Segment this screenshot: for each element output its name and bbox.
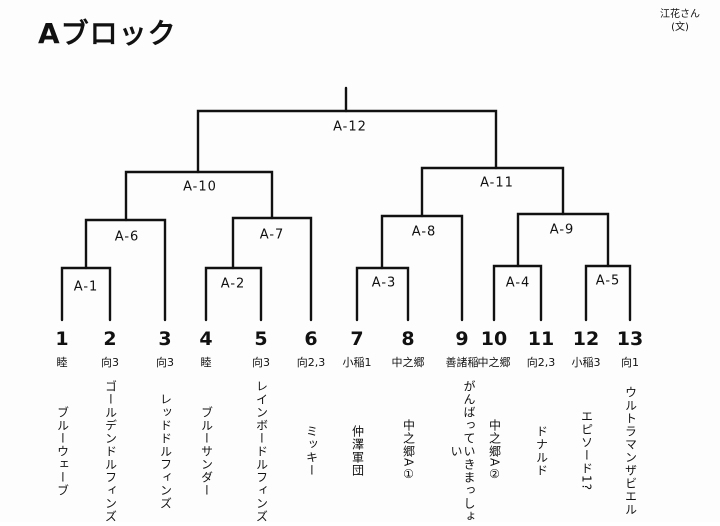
team-number: 4 — [199, 328, 213, 350]
team-entry-9: 9 善諸稲 がんばっていきまっしょい — [442, 328, 482, 526]
team-number: 6 — [304, 328, 318, 350]
team-school: 中之郷 — [477, 356, 511, 369]
match-label-a12: A-12 — [333, 119, 367, 135]
match-label-a1: A-1 — [73, 279, 99, 295]
team-number: 7 — [350, 328, 364, 350]
team-entry-10: 10 中之郷 中之郷A② — [474, 328, 514, 526]
team-name: レインボードルフィンズ — [254, 379, 269, 523]
match-label-a3: A-3 — [371, 275, 397, 291]
team-school: 向2,3 — [296, 356, 326, 369]
team-entry-5: 5 向3 レインボードルフィンズ — [241, 328, 281, 526]
match-label-a11: A-11 — [480, 175, 514, 191]
team-school: 向3 — [156, 356, 174, 369]
team-entry-2: 2 向3 ゴールデンドルフィンズ — [90, 328, 130, 526]
team-school: 向3 — [101, 356, 119, 369]
team-school: 中之郷 — [391, 356, 425, 369]
match-label-a7: A-7 — [259, 227, 285, 243]
team-name: ブルーサンダー — [199, 405, 214, 497]
bracket-line-a11 — [420, 166, 565, 218]
team-number: 13 — [616, 328, 644, 350]
team-number: 8 — [401, 328, 415, 350]
team-school: 小稲1 — [342, 356, 372, 369]
team-entry-13: 13 向1 ウルトラマンザビエル — [610, 328, 650, 526]
team-name: エピソード1? — [579, 410, 594, 492]
team-name: ウルトラマンザビエル — [623, 386, 638, 516]
team-school: 善諸稲 — [445, 356, 479, 369]
team-number: 3 — [158, 328, 172, 350]
team-number: 9 — [455, 328, 469, 350]
team-entry-8: 8 中之郷 中之郷A① — [388, 328, 428, 526]
team-school: 向1 — [621, 356, 639, 369]
team-name: ゴールデンドルフィンズ — [103, 379, 118, 523]
team-number: 5 — [254, 328, 268, 350]
match-label-a5: A-5 — [595, 273, 621, 289]
bracket-line-a4 — [492, 264, 543, 322]
team-number: 1 — [55, 328, 69, 350]
team-school: 睦 — [200, 356, 212, 369]
team-number: 10 — [480, 328, 508, 350]
team-name: がんばっていきまっしょい — [449, 379, 476, 523]
match-label-a2: A-2 — [220, 276, 246, 292]
team-number: 11 — [527, 328, 555, 350]
team-school: 睦 — [56, 356, 68, 369]
team-entry-1: 1 睦 ブルーウェーブ — [42, 328, 82, 526]
team-entry-6: 6 向2,3 ミッキー — [291, 328, 331, 526]
team-name: 仲澤軍団 — [350, 425, 365, 477]
team-entry-12: 12 小稲3 エピソード1? — [566, 328, 606, 526]
team-name: 中之郷A② — [487, 419, 502, 483]
team-school: 小稲3 — [571, 356, 601, 369]
author-note-line-2: (文) — [671, 22, 689, 33]
team-entry-7: 7 小稲1 仲澤軍団 — [337, 328, 377, 526]
team-number: 2 — [103, 328, 117, 350]
team-name: レッドドルフィンズ — [158, 392, 173, 510]
author-note: 江花さん (文) — [650, 8, 710, 34]
team-name: ミッキー — [304, 425, 319, 477]
match-label-a6: A-6 — [114, 229, 140, 245]
team-school: 向3 — [252, 356, 270, 369]
team-entry-11: 11 向2,3 ドナルド — [521, 328, 561, 526]
team-school: 向2,3 — [526, 356, 556, 369]
match-label-a8: A-8 — [411, 224, 437, 240]
author-note-line-1: 江花さん — [660, 9, 700, 20]
team-entry-4: 4 睦 ブルーサンダー — [186, 328, 226, 526]
team-number: 12 — [572, 328, 600, 350]
team-name: ブルーウェーブ — [55, 405, 70, 497]
page-title: Aブロック — [38, 17, 177, 50]
match-label-a9: A-9 — [549, 222, 575, 238]
team-name: ドナルド — [534, 425, 549, 477]
team-entry-3: 3 向3 レッドドルフィンズ — [145, 328, 185, 526]
team-name: 中之郷A① — [401, 419, 416, 483]
match-label-a4: A-4 — [505, 275, 531, 291]
match-label-a10: A-10 — [183, 179, 217, 195]
